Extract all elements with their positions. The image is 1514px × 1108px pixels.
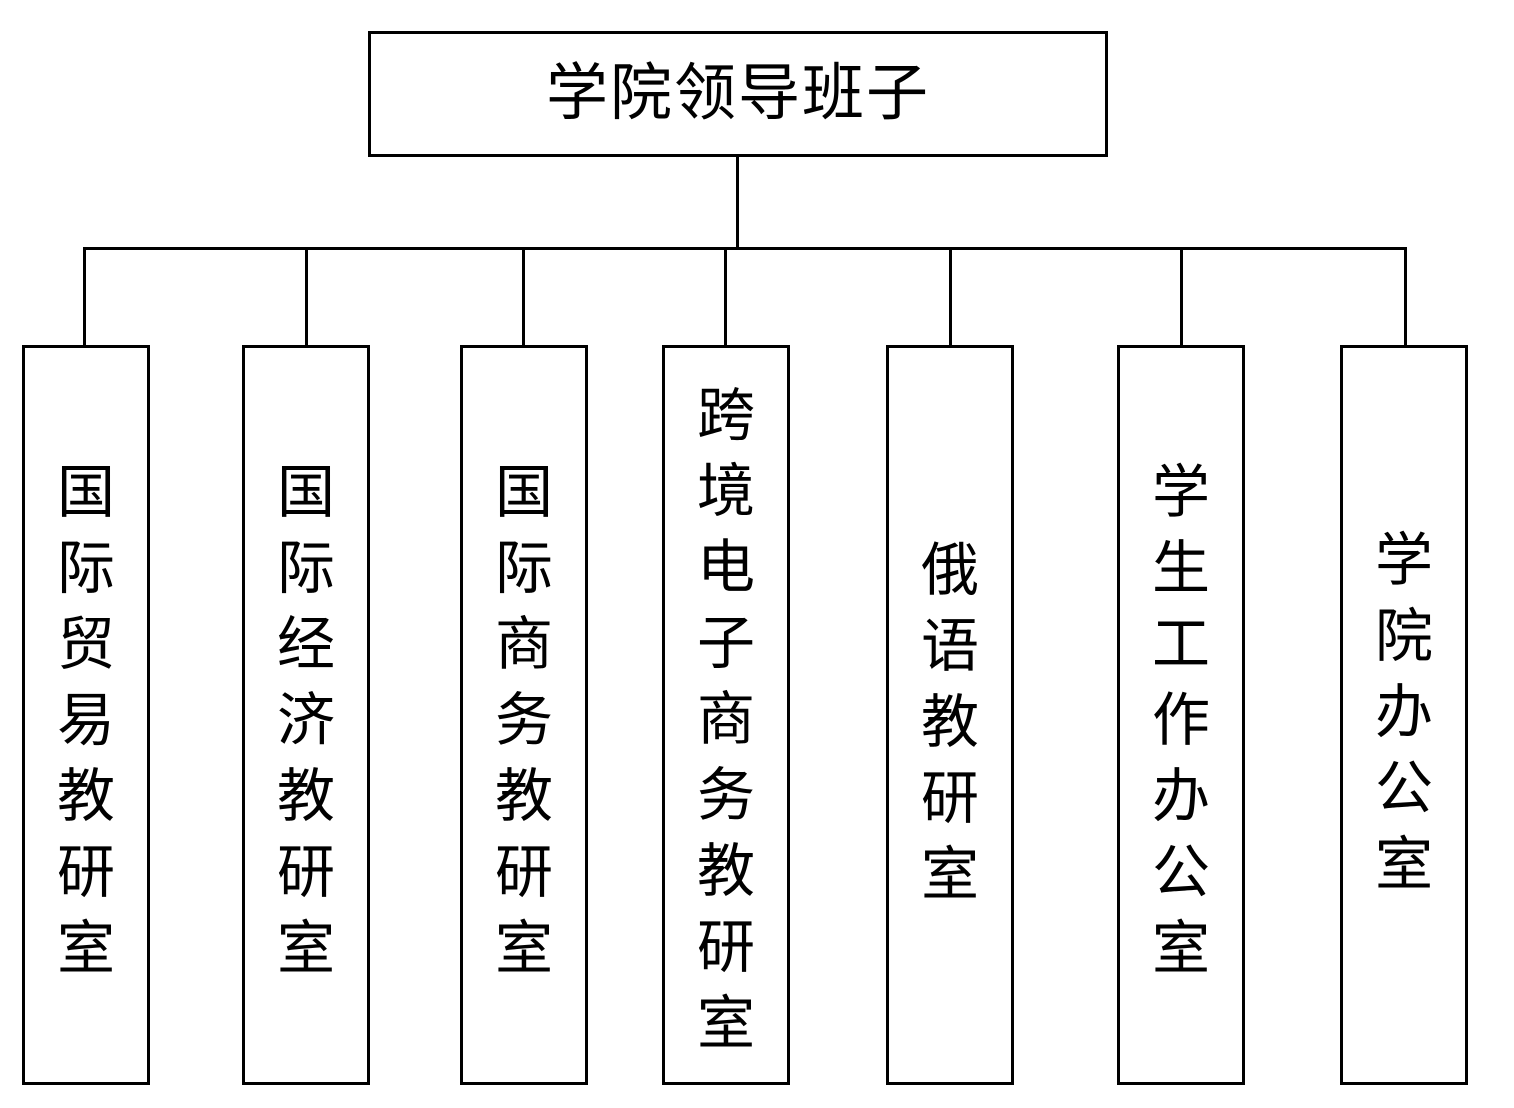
node-label-char: 商 — [494, 612, 553, 677]
node-international-business-department[interactable]: 国际商务教研室 — [460, 345, 588, 1085]
node-label-1: 国际贸易教研室 — [25, 455, 147, 987]
node-label-char: 商 — [696, 687, 755, 752]
node-label-char: 办 — [1374, 680, 1433, 745]
node-label-char: 贸 — [56, 612, 115, 677]
node-international-economics-department[interactable]: 国际经济教研室 — [242, 345, 370, 1085]
node-label-char: 室 — [920, 842, 979, 907]
node-college-leadership[interactable]: 学院领导班子 — [368, 31, 1108, 157]
node-label-char: 国 — [276, 460, 335, 525]
node-label-char: 境 — [696, 459, 755, 524]
connector-trunk-vertical — [736, 157, 739, 250]
node-label-char: 学 — [1151, 460, 1210, 525]
node-label-char: 作 — [1151, 688, 1210, 753]
connector-drop-3 — [522, 247, 525, 347]
connector-drop-1 — [83, 247, 86, 347]
connector-drop-7 — [1404, 247, 1407, 347]
node-label-char: 教 — [696, 839, 755, 904]
node-label-char: 研 — [696, 915, 755, 980]
node-international-trade-department[interactable]: 国际贸易教研室 — [22, 345, 150, 1085]
node-label-2: 国际经济教研室 — [245, 455, 367, 987]
node-label-5: 俄语教研室 — [889, 533, 1011, 913]
node-russian-language-department[interactable]: 俄语教研室 — [886, 345, 1014, 1085]
node-label-char: 室 — [1374, 832, 1433, 897]
node-label-char: 教 — [494, 764, 553, 829]
node-label-6: 学生工作办公室 — [1120, 455, 1242, 987]
node-label-char: 工 — [1151, 612, 1210, 677]
connector-drop-6 — [1180, 247, 1183, 347]
node-label-char: 室 — [696, 991, 755, 1056]
node-label-char: 教 — [920, 690, 979, 755]
node-label-char: 电 — [696, 535, 755, 600]
node-label-char: 室 — [1151, 916, 1210, 981]
node-label-root: 学院领导班子 — [545, 60, 930, 128]
node-label-char: 际 — [56, 536, 115, 601]
connector-drop-4 — [724, 247, 727, 347]
node-label-char: 生 — [1151, 536, 1210, 601]
connector-drop-5 — [949, 247, 952, 347]
node-label-char: 室 — [56, 916, 115, 981]
node-label-char: 语 — [920, 614, 979, 679]
node-label-char: 室 — [276, 916, 335, 981]
node-label-char: 际 — [494, 536, 553, 601]
node-label-char: 研 — [494, 840, 553, 905]
connector-drop-2 — [305, 247, 308, 347]
node-label-char: 际 — [276, 536, 335, 601]
node-student-affairs-office[interactable]: 学生工作办公室 — [1117, 345, 1245, 1085]
node-label-char: 务 — [494, 688, 553, 753]
node-label-char: 济 — [276, 688, 335, 753]
node-label-char: 教 — [276, 764, 335, 829]
node-label-char: 务 — [696, 763, 755, 828]
node-label-7: 学院办公室 — [1343, 523, 1465, 903]
node-label-char: 子 — [696, 611, 755, 676]
node-label-3: 国际商务教研室 — [463, 455, 585, 987]
node-label-char: 公 — [1151, 840, 1210, 905]
node-label-char: 研 — [56, 840, 115, 905]
node-label-char: 国 — [494, 460, 553, 525]
node-label-char: 研 — [920, 766, 979, 831]
node-college-administrative-office[interactable]: 学院办公室 — [1340, 345, 1468, 1085]
node-cross-border-ecommerce-department[interactable]: 跨境电子商务教研室 — [662, 345, 790, 1085]
node-label-char: 易 — [56, 688, 115, 753]
node-label-4: 跨境电子商务教研室 — [665, 378, 787, 1062]
node-label-char: 跨 — [696, 383, 755, 448]
node-label-char: 公 — [1374, 756, 1433, 821]
node-label-char: 学 — [1374, 528, 1433, 593]
node-label-char: 俄 — [920, 538, 979, 603]
node-label-char: 教 — [56, 764, 115, 829]
node-label-char: 办 — [1151, 764, 1210, 829]
node-label-char: 院 — [1374, 604, 1433, 669]
node-label-char: 国 — [56, 460, 115, 525]
node-label-char: 室 — [494, 916, 553, 981]
node-label-char: 经 — [276, 612, 335, 677]
node-label-char: 研 — [276, 840, 335, 905]
connector-horizontal-bus — [83, 247, 1407, 250]
